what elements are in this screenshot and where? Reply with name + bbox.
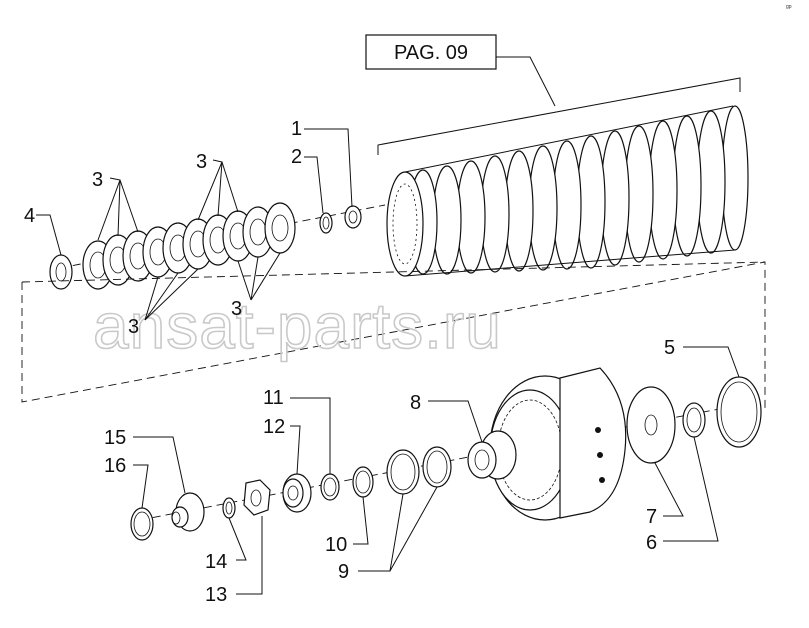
callout-14[interactable]: 14	[205, 551, 227, 573]
part-4-washer[interactable]	[49, 254, 73, 290]
callout-1[interactable]: 1	[291, 118, 302, 140]
part-6-ring[interactable]	[682, 402, 706, 438]
callout-8[interactable]: 8	[410, 392, 421, 414]
part-3-spring-stack[interactable]	[82, 202, 296, 290]
corner-mark: gp	[786, 4, 792, 10]
part-13-nut[interactable]	[243, 479, 271, 516]
clutch-disc-pack	[386, 105, 749, 277]
callout-16[interactable]: 16	[104, 455, 126, 477]
part-2-snap-ring[interactable]	[319, 212, 333, 234]
group-frame-left	[21, 261, 766, 410]
part-14-o-ring[interactable]	[222, 497, 236, 519]
callout-13[interactable]: 13	[205, 584, 227, 606]
callout-6[interactable]: 6	[646, 532, 657, 554]
callout-3-lower-right[interactable]: 3	[231, 298, 242, 320]
part-8-gear-housing[interactable]	[467, 367, 627, 521]
watermark-text: ansat-parts.ru	[93, 290, 502, 362]
leader-lines	[36, 128, 740, 595]
group-frame-top	[21, 261, 766, 283]
callout-12[interactable]: 12	[263, 416, 285, 438]
callout-3-left[interactable]: 3	[92, 169, 103, 191]
page-reference-leader	[377, 56, 741, 155]
page-reference-label: PAG. 09	[394, 42, 468, 64]
callout-2[interactable]: 2	[291, 146, 302, 168]
callout-11[interactable]: 11	[263, 387, 284, 409]
callout-15[interactable]: 15	[104, 427, 126, 449]
part-1-thrust-washer[interactable]	[344, 205, 362, 229]
part-5-ring[interactable]	[716, 376, 762, 448]
callout-10[interactable]: 10	[325, 534, 347, 556]
callout-3-lower-left[interactable]: 3	[128, 316, 139, 338]
part-15-shaft-end[interactable]	[171, 492, 205, 532]
callout-5[interactable]: 5	[664, 337, 675, 359]
part-10-snap-ring[interactable]	[352, 466, 374, 498]
part-9-seal-rings[interactable]	[386, 446, 452, 495]
callout-7[interactable]: 7	[646, 506, 657, 528]
part-7-disc[interactable]	[626, 386, 676, 464]
page-reference-box[interactable]: PAG. 09	[365, 34, 497, 70]
part-11-ring[interactable]	[320, 473, 340, 501]
callout-4[interactable]: 4	[24, 205, 35, 227]
callout-9[interactable]: 9	[338, 561, 349, 583]
part-16-seal-ring[interactable]	[130, 507, 154, 541]
callout-3-top[interactable]: 3	[196, 151, 207, 173]
part-12-bearing[interactable]	[282, 473, 312, 513]
